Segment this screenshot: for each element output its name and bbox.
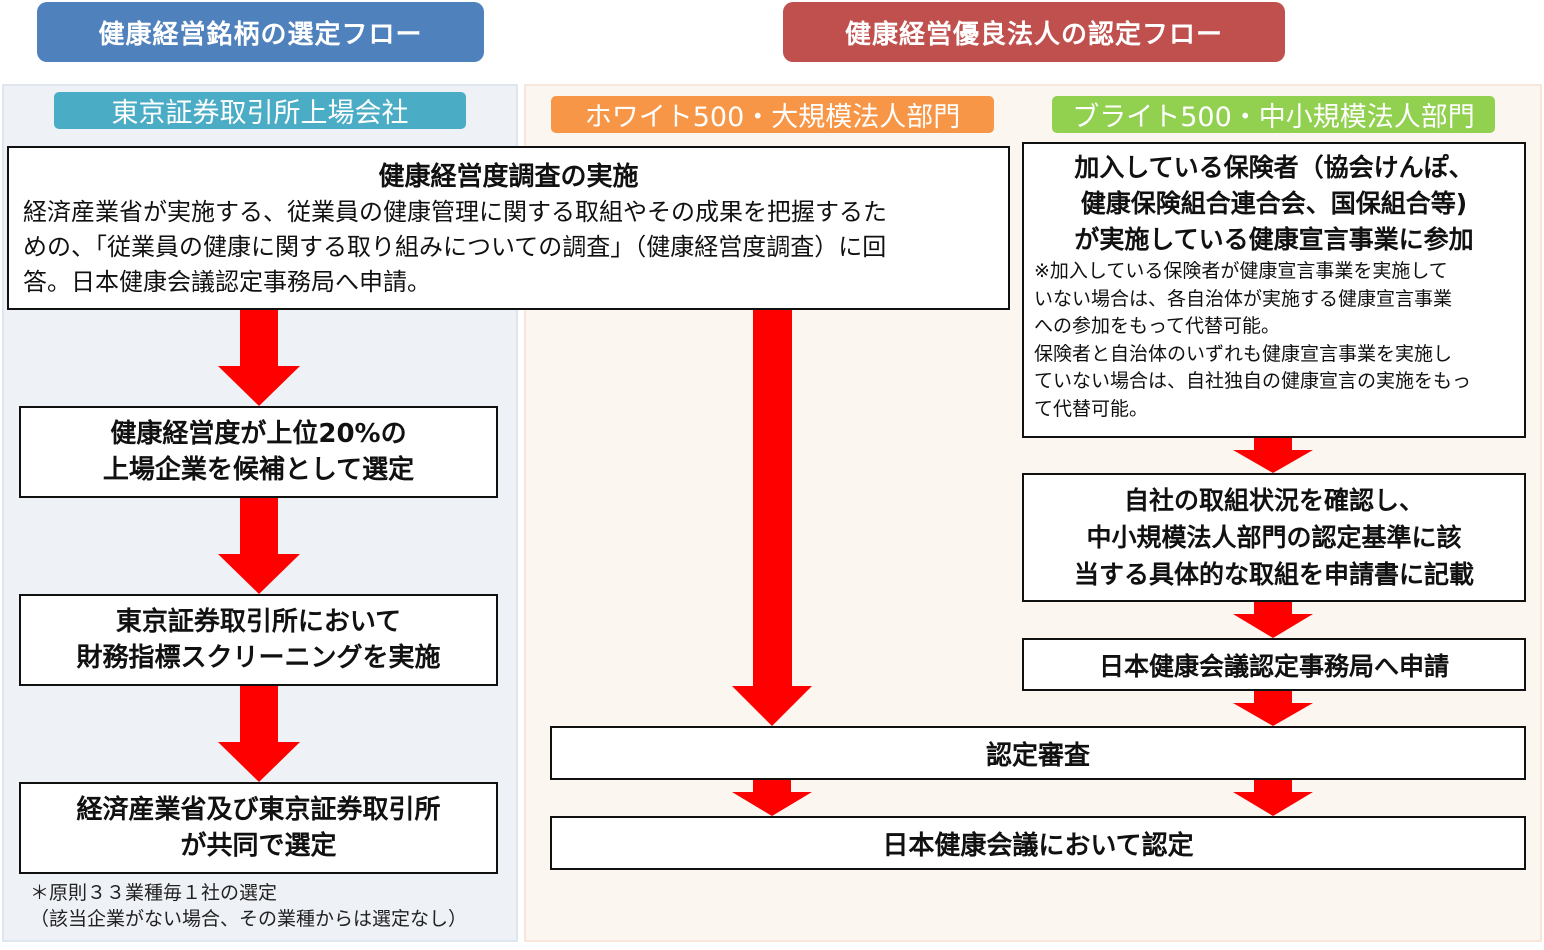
left-step-screening-line-2: 財務指標スクリーニングを実施 (76, 643, 441, 673)
down-arrow-icon (732, 780, 812, 816)
selection-footnote: ＊原則３３業種毎１社の選定 （該当企業がない場合、その業種からは選定なし） (30, 880, 467, 932)
review-text: 認定審査 (985, 740, 1090, 771)
self-check-line-2: 中小規模法人部門の認定基準に該 (1086, 523, 1462, 552)
left-step-top20-line-2: 上場企業を候補として選定 (102, 455, 415, 485)
sme-apply-text: 日本健康会議認定事務局へ申請 (1098, 651, 1449, 681)
self-check-line-3: 当する具体的な取組を申請書に記載 (1073, 560, 1474, 589)
down-arrow-icon (1233, 602, 1313, 638)
declaration-title-line-1: 加入している保険者（協会けんぽ、 (1074, 153, 1474, 182)
self-check-line-1: 自社の取組状況を確認し、 (1123, 486, 1424, 515)
footnote-line-1: ＊原則３３業種毎１社の選定 (30, 882, 278, 904)
left-step-screening-line-1: 東京証券取引所において (115, 607, 402, 637)
health-survey-box: 健康経営度調査の実施 経済産業省が実施する、従業員の健康管理に関する取組やその成… (7, 146, 1010, 310)
left-step-joint-selection: 経済産業省及び東京証券取引所 が共同で選定 (19, 782, 498, 874)
declaration-title-line-2: 健康保険組合連合会、国保組合等) (1080, 189, 1468, 218)
selection-flow-title-text: 健康経営銘柄の選定フロー (98, 19, 423, 50)
bright500-tag: ブライト500・中小規模法人部門 (1052, 96, 1495, 133)
certification-flow-title-text: 健康経営優良法人の認定フロー (844, 19, 1223, 50)
certification-review-box: 認定審査 (550, 726, 1526, 780)
declaration-note-line-3: への参加をもって代替可能。 (1034, 315, 1281, 337)
sme-self-check-box: 自社の取組状況を確認し、 中小規模法人部門の認定基準に該 当する具体的な取組を申… (1022, 473, 1526, 602)
down-arrow-icon (1233, 438, 1313, 473)
left-step-top20-line-1: 健康経営度が上位20%の (110, 419, 407, 449)
health-declaration-box: 加入している保険者（協会けんぽ、 健康保険組合連合会、国保組合等) が実施してい… (1022, 142, 1526, 438)
down-arrow-icon (1233, 780, 1313, 816)
declaration-note-line-2: いない場合は、各自治体が実施する健康宣言事業 (1034, 287, 1453, 310)
down-arrow-icon (218, 498, 300, 594)
health-survey-line-2: めの、「従業員の健康に関する取り組みについての調査」（健康経営度調査）に回 (23, 233, 887, 261)
certification-flow-title: 健康経営優良法人の認定フロー (783, 2, 1285, 62)
selection-flow-title: 健康経営銘柄の選定フロー (37, 2, 484, 62)
health-survey-line-3: 答。日本健康会議認定事務局へ申請。 (23, 268, 431, 296)
health-survey-title: 健康経営度調査の実施 (378, 162, 639, 192)
certification-final-box: 日本健康会議において認定 (550, 816, 1526, 870)
declaration-note-line-4: 保険者と自治体のいずれも健康宣言事業を実施し (1034, 342, 1453, 365)
declaration-note-line-1: ※加入している保険者が健康宣言事業を実施して (1034, 260, 1448, 282)
declaration-note-line-5: ていない場合は、自社独自の健康宣言の実施をもっ (1034, 370, 1472, 392)
left-step-joint-line-2: が共同で選定 (180, 831, 337, 861)
declaration-title-line-3: が実施している健康宣言事業に参加 (1074, 225, 1474, 254)
sme-apply-box: 日本健康会議認定事務局へ申請 (1022, 638, 1526, 691)
footnote-line-2: （該当企業がない場合、その業種からは選定なし） (30, 908, 468, 930)
down-arrow-icon (1233, 691, 1313, 726)
white500-tag: ホワイト500・大規模法人部門 (551, 96, 994, 133)
tse-listed-tag-text: 東京証券取引所上場会社 (111, 98, 409, 129)
declaration-note-line-6: て代替可能。 (1034, 397, 1149, 420)
left-step-joint-line-1: 経済産業省及び東京証券取引所 (76, 795, 441, 825)
left-step-screening: 東京証券取引所において 財務指標スクリーニングを実施 (19, 594, 498, 686)
tse-listed-tag: 東京証券取引所上場会社 (54, 92, 466, 129)
left-step-top20: 健康経営度が上位20%の 上場企業を候補として選定 (19, 406, 498, 498)
white500-tag-text: ホワイト500・大規模法人部門 (584, 102, 961, 133)
health-survey-line-1: 経済産業省が実施する、従業員の健康管理に関する取組やその成果を把握するた (23, 198, 887, 226)
down-arrow-icon (218, 686, 300, 782)
down-arrow-icon (732, 310, 812, 726)
certify-text: 日本健康会議において認定 (882, 830, 1194, 861)
bright500-tag-text: ブライト500・中小規模法人部門 (1072, 102, 1475, 133)
down-arrow-icon (218, 310, 300, 406)
